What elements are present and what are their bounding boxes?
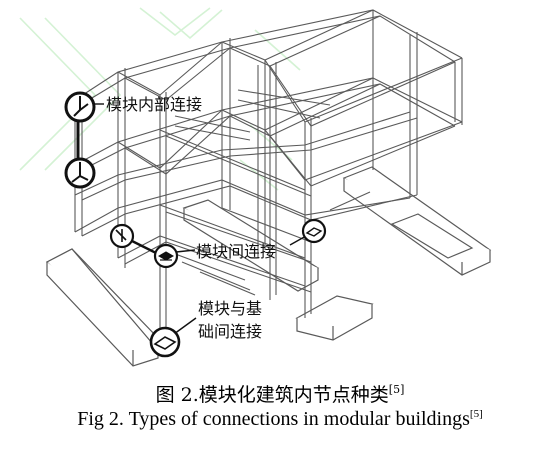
caption-english: Fig 2. Types of connections in modular b… [0, 408, 560, 431]
inter-module-connection-label: 模块间连接 [196, 242, 276, 261]
caption-chinese-text: 图 2.模块化建筑内节点种类 [155, 384, 389, 406]
foundation-connection-label-line1: 模块与基 [198, 299, 262, 318]
inter-connector-line-3 [289, 235, 307, 246]
caption-english-reference: [5] [469, 408, 483, 420]
inter-module-connection-marker-left [109, 223, 135, 249]
inter-module-connection-marker-right [301, 218, 327, 244]
internal-connection-marker-top [64, 91, 96, 123]
internal-connection-label: 模块内部连接 [106, 95, 202, 114]
foundation-connection-marker [149, 326, 181, 358]
foundation-connection-label-line2: 础间连接 [198, 322, 262, 341]
watermark-lines [19, 7, 301, 191]
inter-connector-line-1 [129, 238, 159, 256]
caption-chinese-reference: [5] [388, 383, 405, 396]
inter-module-connection-marker-center [153, 243, 179, 269]
module-frames [74, 9, 463, 340]
inter-connector-line-2 [175, 249, 196, 253]
foundation-label-leader [173, 317, 197, 335]
internal-connection-marker-bottom [64, 157, 96, 189]
foundation-footings [45, 166, 492, 367]
caption-chinese: 图 2.模块化建筑内节点种类[5] [0, 380, 560, 407]
caption-english-text: Fig 2. Types of connections in modular b… [77, 408, 470, 430]
